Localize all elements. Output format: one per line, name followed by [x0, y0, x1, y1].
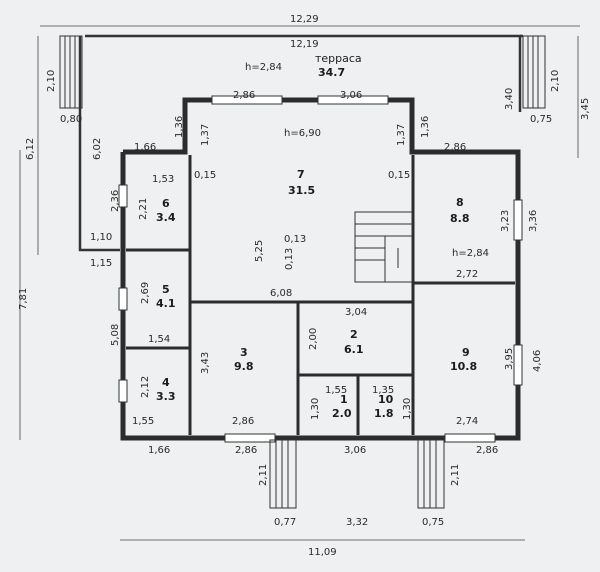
room-2-number: 2: [350, 328, 358, 341]
dim-12-29: 12,29: [290, 14, 319, 25]
dimension-lines: [19, 25, 580, 541]
room-7-height: h=6,90: [284, 128, 321, 139]
dim-2-86-top: 2,86: [233, 90, 255, 101]
terrace-steps-left: [59, 35, 83, 109]
room-3-number: 3: [240, 346, 248, 359]
dim-5-25: 5,25: [254, 240, 265, 262]
room-4-area: 3.3: [156, 390, 176, 403]
dim-2-72: 2,72: [456, 269, 478, 280]
room-4-number: 4: [162, 376, 170, 389]
dim-0-15-right: 0,15: [388, 170, 410, 181]
dim-2-11-left: 2,11: [258, 464, 269, 486]
dim-2-12: 2,12: [140, 376, 151, 398]
room-5-area: 4.1: [156, 297, 176, 310]
room-2-area: 6.1: [344, 343, 364, 356]
dim-2-86-bottom-left: 2,86: [235, 445, 257, 456]
terrace-name: терраса: [315, 52, 362, 65]
dim-1-10: 1,10: [90, 232, 112, 243]
dim-12-19: 12,19: [290, 39, 319, 50]
dim-11-09: 11,09: [308, 547, 337, 558]
dim-1-55-room1: 1,55: [325, 385, 347, 396]
dim-1-30-right: 1,30: [402, 398, 413, 420]
dim-2-10-right: 2,10: [550, 70, 561, 92]
dim-2-86-room8: 2,86: [444, 142, 466, 153]
room-9-area: 10.8: [450, 360, 477, 373]
dim-3-36: 3,36: [528, 210, 539, 232]
dim-0-75: 0,75: [530, 114, 552, 125]
dim-7-81: 7,81: [18, 288, 29, 310]
dim-1-36-right: 1,36: [420, 116, 431, 138]
dim-6-12: 6,12: [25, 138, 36, 160]
inner-walls: [126, 155, 515, 435]
dim-1-55-room4: 1,55: [132, 416, 154, 427]
terrace-steps-right: [522, 35, 546, 109]
dim-1-37-right: 1,37: [396, 124, 407, 146]
terrace-area: 34.7: [318, 66, 345, 79]
room-1-number: 1: [340, 393, 348, 406]
room-1-area: 2.0: [332, 407, 352, 420]
dim-3-06-bottom: 3,06: [344, 445, 366, 456]
dim-1-36-left: 1,36: [174, 116, 185, 138]
stair-height-a: 0,13: [284, 234, 306, 245]
room-8-area: 8.8: [450, 212, 470, 225]
dim-2-74: 2,74: [456, 416, 478, 427]
room-10-number: 10: [378, 393, 394, 406]
dim-2-21: 2,21: [138, 198, 149, 220]
room-6-area: 3.4: [156, 211, 176, 224]
room-9-number: 9: [462, 346, 470, 359]
dim-2-69: 2,69: [140, 282, 151, 304]
dim-1-53: 1,53: [152, 174, 174, 185]
dim-3-04: 3,04: [345, 307, 367, 318]
dim-2-86-room3: 2,86: [232, 416, 254, 427]
dim-3-43: 3,43: [200, 352, 211, 374]
dim-1-30-left: 1,30: [310, 398, 321, 420]
room-7-area: 31.5: [288, 184, 315, 197]
stair-height-b: 0,13: [284, 248, 295, 270]
dim-3-06-top: 3,06: [340, 90, 362, 101]
dim-3-32: 3,32: [346, 517, 368, 528]
dim-1-15: 1,15: [90, 258, 112, 269]
dim-1-37-left: 1,37: [200, 124, 211, 146]
room-5-number: 5: [162, 283, 170, 296]
dim-1-66-top: 1,66: [134, 142, 156, 153]
dim-3-45: 3,45: [580, 98, 591, 120]
room-7-number: 7: [297, 168, 305, 181]
dim-0-77: 0,77: [274, 517, 296, 528]
dim-2-00: 2,00: [308, 328, 319, 350]
room-10-area: 1.8: [374, 407, 394, 420]
staircase: [354, 211, 413, 283]
room-6-number: 6: [162, 197, 170, 210]
dim-6-08: 6,08: [270, 288, 292, 299]
dim-2-36: 2,36: [110, 190, 121, 212]
windows: [118, 95, 523, 443]
dim-0-75-bottom: 0,75: [422, 517, 444, 528]
dim-1-35: 1,35: [372, 385, 394, 396]
room-8-height: h=2,84: [452, 248, 489, 259]
dim-3-40: 3,40: [504, 88, 515, 110]
dim-0-80: 0,80: [60, 114, 82, 125]
dim-1-66-bottom: 1,66: [148, 445, 170, 456]
dim-2-10-left: 2,10: [46, 70, 57, 92]
dim-0-15-left: 0,15: [194, 170, 216, 181]
dim-4-06: 4,06: [532, 350, 543, 372]
porch-steps: [269, 439, 445, 509]
room-8-number: 8: [456, 196, 464, 209]
dim-6-02: 6,02: [92, 138, 103, 160]
dim-1-54: 1,54: [148, 334, 170, 345]
dim-3-95: 3,95: [504, 348, 515, 370]
dim-3-23: 3,23: [500, 210, 511, 232]
terrace-height: h=2,84: [245, 62, 282, 73]
room-3-area: 9.8: [234, 360, 254, 373]
dim-2-11-right: 2,11: [450, 464, 461, 486]
dim-2-86-bottom-right: 2,86: [476, 445, 498, 456]
dim-5-08: 5,08: [110, 324, 121, 346]
